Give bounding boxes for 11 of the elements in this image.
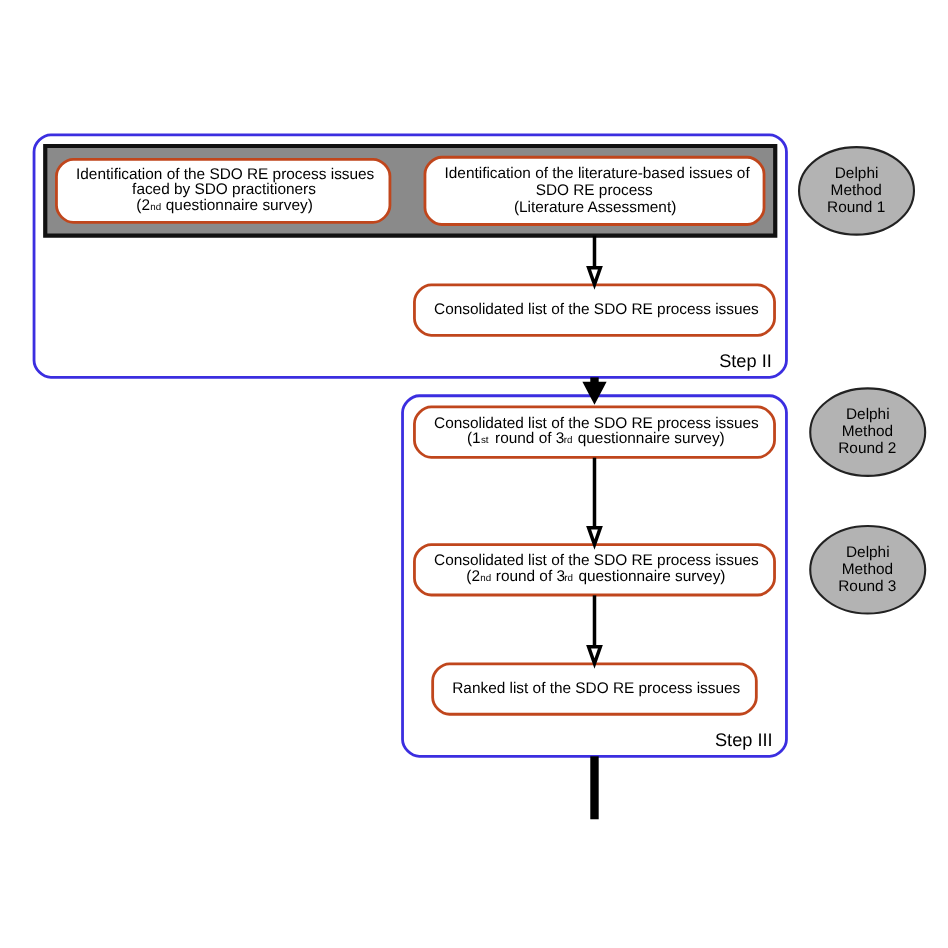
arrow	[586, 595, 603, 669]
node-box: Consolidated list of the SDO RE process issues	[413, 283, 776, 337]
connector	[590, 756, 599, 820]
node-ellipse: Delphi Method Round 2	[809, 387, 927, 477]
node-box: Ranked list of the SDO RE process issues	[431, 662, 758, 716]
node-ellipse: Delphi Method Round 1	[798, 146, 916, 236]
node-box: Identification of the literature-based issues of SDO RE process (Literature Assessment)	[423, 155, 766, 226]
arrow	[586, 235, 603, 290]
arrow	[586, 457, 603, 550]
node-ellipse: Delphi Method Round 3	[809, 525, 927, 615]
cluster	[43, 143, 778, 238]
